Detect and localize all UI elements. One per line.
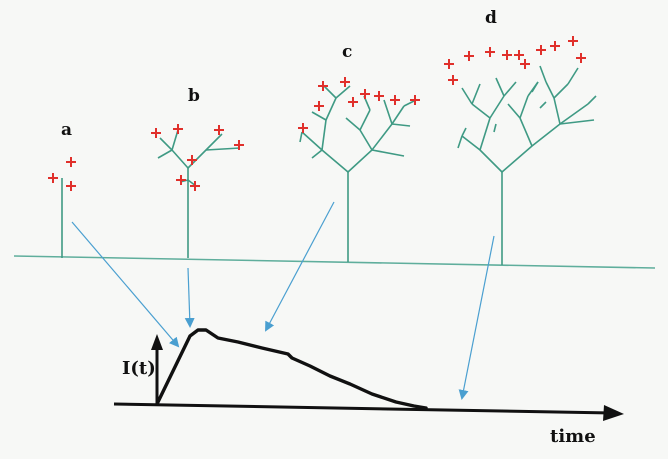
axes: [113, 334, 624, 421]
tree-b: [157, 129, 241, 258]
tips-d: [444, 36, 586, 85]
stage-label-b: b: [188, 86, 200, 106]
stage-label-c: c: [342, 42, 353, 62]
x-axis-label: time: [550, 426, 596, 447]
tips-a: [48, 157, 76, 191]
arrow-c: [265, 201, 335, 332]
tree-d: [457, 65, 597, 265]
tree-c: [299, 85, 417, 262]
arrows: [71, 201, 495, 400]
x-axis: [113, 402, 613, 415]
ground-line: [13, 255, 656, 269]
arrow-b: [184, 267, 195, 328]
stage-label-d: d: [485, 8, 497, 28]
tips-c: [298, 77, 420, 133]
intensity-curve: [155, 328, 428, 410]
stage-label-a: a: [61, 120, 73, 140]
x-axis-arrowhead: [603, 405, 624, 421]
arrow-a: [71, 221, 180, 348]
tips-b: [151, 124, 244, 191]
arrow-d: [458, 235, 495, 400]
y-axis-label: I(t): [122, 358, 156, 379]
y-axis-arrowhead: [151, 334, 163, 350]
